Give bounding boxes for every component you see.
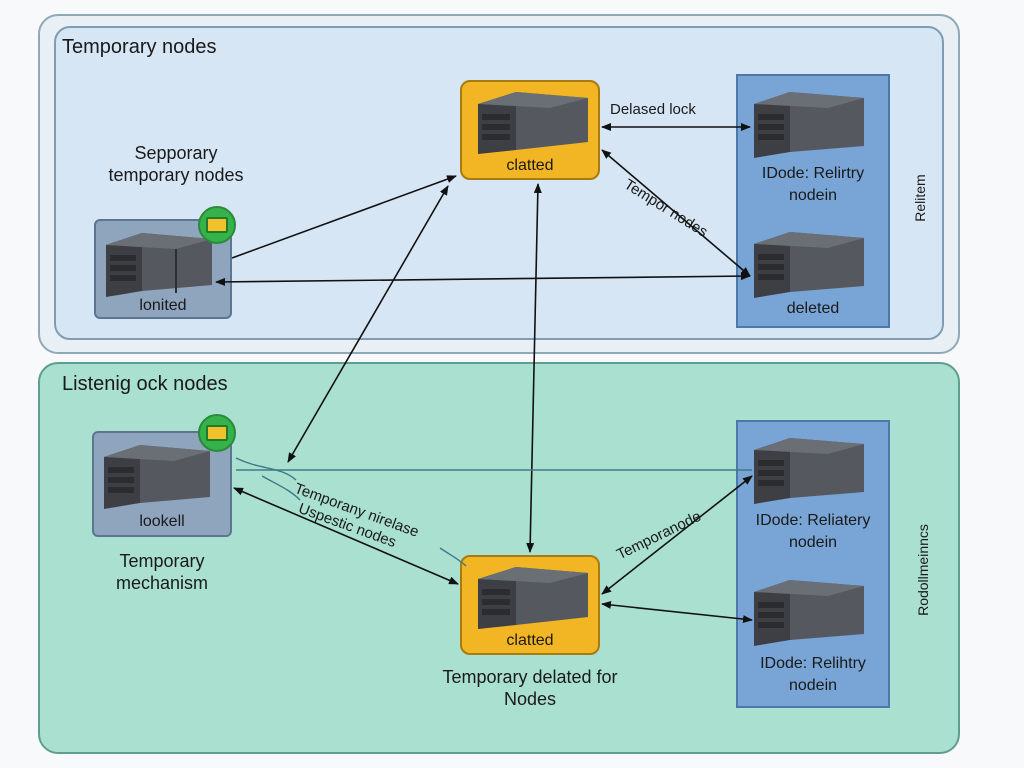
top-right-node-label-line2: nodein <box>788 187 838 204</box>
top-center-node-label: clatted <box>506 157 554 174</box>
top-center-node[interactable]: clatted <box>460 80 600 180</box>
arrow-icon <box>601 149 751 277</box>
arrow-icon <box>526 183 542 553</box>
arrow-icon <box>231 175 457 259</box>
bottom-right-bottom-label-line2: nodein <box>788 677 838 694</box>
top-left-caption-line2: temporary nodes <box>108 165 244 185</box>
bottom-right-bottom-label-line1: IDode: Relihtry <box>760 655 866 672</box>
arrow-icon <box>233 487 459 585</box>
bottom-center-node[interactable]: clatted <box>460 555 600 655</box>
top-left-caption-line1: Sepporary <box>134 143 218 163</box>
badge-icon <box>198 206 236 244</box>
arrow-icon <box>287 185 449 463</box>
top-left-caption: Sepporary temporary nodes <box>96 142 256 186</box>
bottom-left-node[interactable]: lookell <box>92 431 232 537</box>
bottom-right-top-label-line2: nodein <box>788 534 838 551</box>
bottom-center-node-label: clatted <box>506 632 554 649</box>
top-right-node-label-line1: IDode: Relirtry <box>761 165 865 182</box>
bottom-right-bottom-label: IDode: Relihtry nodein <box>736 655 890 695</box>
bottom-left-caption-line1: Temporary <box>119 551 205 571</box>
server-icon <box>478 92 588 154</box>
top-left-node-label: lonited <box>139 297 187 314</box>
bottom-center-caption-line1: Temporary delated for <box>442 667 618 687</box>
arrow-icon <box>601 475 753 595</box>
server-icon <box>104 445 210 509</box>
server-icon <box>754 438 864 504</box>
server-icon <box>106 233 212 297</box>
bottom-center-caption: Temporary delated for Nodes <box>400 666 660 710</box>
arrow-icon <box>215 272 751 286</box>
top-panel-title: Temporary nodes <box>62 36 217 58</box>
server-icon <box>754 92 864 158</box>
bottom-panel-title: Listenig ock nodes <box>62 373 228 395</box>
badge-icon <box>198 414 236 452</box>
server-icon <box>754 232 864 298</box>
arrow-icon <box>601 600 753 624</box>
bottom-right-top-label: IDode: Reliatery nodein <box>736 512 890 552</box>
bottom-left-node-label: lookell <box>139 513 185 530</box>
server-icon <box>478 567 588 629</box>
bottom-right-top-label-line1: IDode: Reliatery <box>755 512 871 529</box>
arrow-label-delased-lock: Delased lock <box>610 101 696 118</box>
top-right-node-label: IDode: Relirtry nodein <box>736 165 890 205</box>
arrow-icon <box>235 457 467 567</box>
bottom-left-caption: Temporary mechanism <box>82 550 242 594</box>
server-icon <box>754 580 864 646</box>
bottom-center-caption-line2: Nodes <box>503 689 557 709</box>
bottom-left-caption-line2: mechanism <box>115 573 209 593</box>
top-right-bottom-label: deleted <box>786 300 840 317</box>
